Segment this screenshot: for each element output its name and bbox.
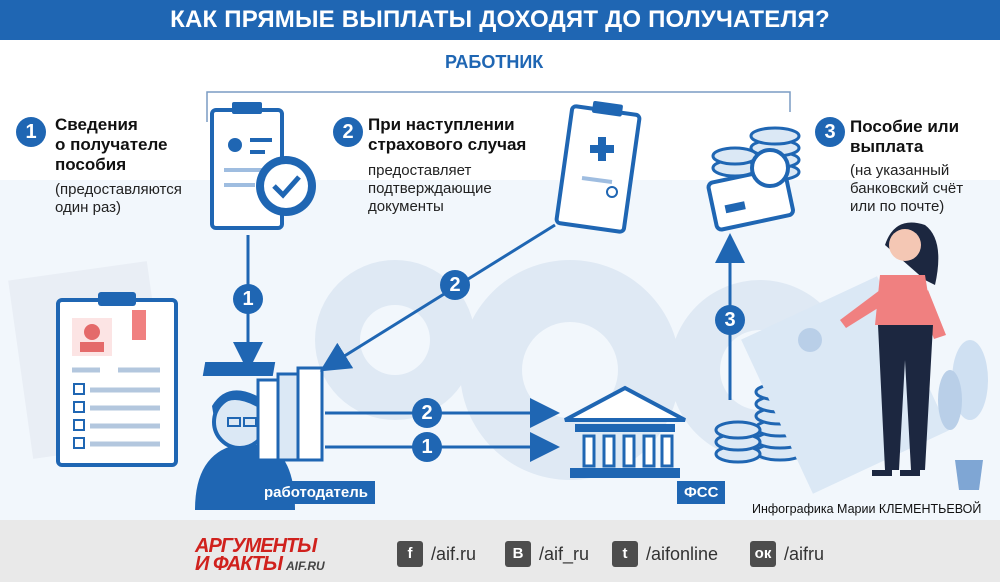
social-odnoklassniki[interactable]: ок /aifru <box>750 540 824 568</box>
step-2-heading: При наступлении страхового случая <box>368 115 527 154</box>
step-3-note: (на указанный банковский счёт или по поч… <box>850 162 964 215</box>
arrow-badge-3-up: 3 <box>715 305 745 335</box>
arrow-badge-2-diagonal: 2 <box>440 270 470 300</box>
footer <box>0 520 1000 582</box>
step-1-note: (предоставляются один раз) <box>55 181 182 216</box>
worker-label: РАБОТНИК <box>445 52 544 72</box>
logo-line-1: АРГУМЕНТЫ <box>195 535 317 557</box>
vk-icon: В <box>505 541 531 567</box>
plant-icon <box>938 340 988 490</box>
arrow-diagonal <box>319 223 556 372</box>
step-1-heading: Сведения о получателе пособия <box>55 115 168 174</box>
folders-icon <box>202 362 324 462</box>
fss-building-icon <box>564 385 686 478</box>
twitter-icon: t <box>612 541 638 567</box>
facebook-handle: /aif.ru <box>431 543 477 564</box>
social-facebook[interactable]: f /aif.ru <box>397 540 476 568</box>
step-2-note: предоставляет подтверждающие документы <box>368 162 492 215</box>
step-1-badge: 1 <box>16 117 46 147</box>
employer-label: работодатель <box>257 481 375 504</box>
twitter-handle: /aifonline <box>646 543 719 564</box>
background-illustration <box>0 91 1000 520</box>
facebook-icon: f <box>397 541 423 567</box>
document-check-icon <box>210 102 316 230</box>
social-twitter[interactable]: t /aifonline <box>612 540 718 568</box>
arrow-badge-1-fss: 1 <box>412 432 442 462</box>
arrow-badge-1-down: 1 <box>233 284 263 314</box>
infographic-credit: Инфографика Марии КЛЕМЕНТЬЕВОЙ <box>752 502 982 516</box>
odnoklassniki-icon: ок <box>750 541 776 567</box>
social-vk[interactable]: В /aif_ru <box>505 540 589 568</box>
clipboard-icon <box>8 261 178 467</box>
fss-label: ФСС <box>677 481 726 504</box>
page-title: КАК ПРЯМЫЕ ВЫПЛАТЫ ДОХОДЯТ ДО ПОЛУЧАТЕЛЯ… <box>0 0 1000 40</box>
odnoklassniki-handle: /aifru <box>784 543 825 564</box>
woman-illustration <box>840 222 946 476</box>
vk-handle: /aif_ru <box>539 543 590 564</box>
logo-domain: AIF.RU <box>286 559 325 573</box>
arrow-badge-2-fss: 2 <box>412 398 442 428</box>
step-3-heading: Пособие или выплата <box>850 117 960 156</box>
aif-logo[interactable]: АРГУМЕНТЫ И ФАКТЫ AIF.RU <box>195 535 325 575</box>
step-3-badge: 3 <box>815 117 845 147</box>
coins-card-icon <box>706 126 801 232</box>
medical-document-icon <box>554 100 642 234</box>
logo-line-2: И ФАКТЫ <box>195 553 283 575</box>
step-2-badge: 2 <box>333 117 363 147</box>
